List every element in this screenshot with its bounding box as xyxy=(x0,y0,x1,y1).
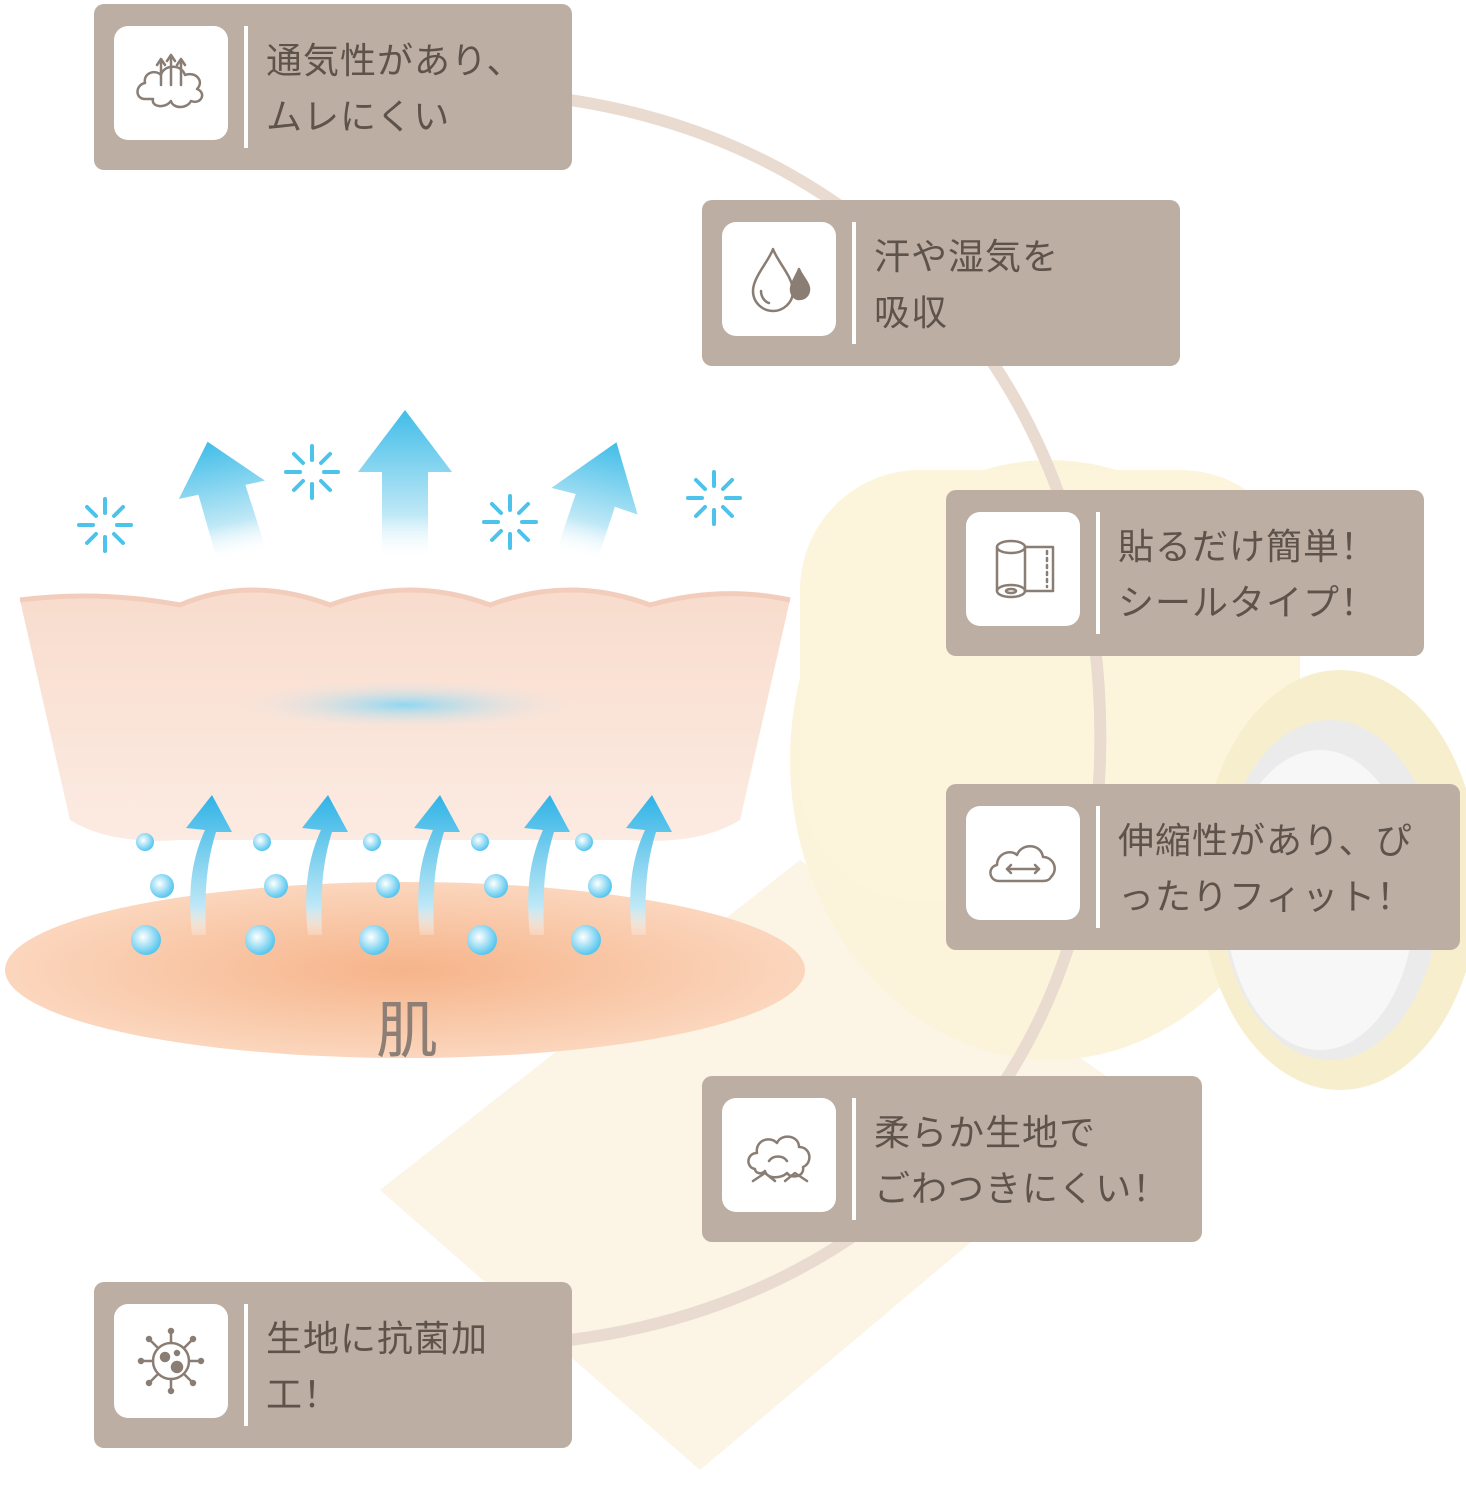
moisture-bubbles xyxy=(131,833,612,955)
skin-label: 肌 xyxy=(376,994,439,1067)
card-divider xyxy=(852,222,856,344)
soft-cotton-icon xyxy=(722,1098,836,1212)
moisture-layer xyxy=(230,679,580,731)
sparkles xyxy=(77,444,742,553)
feature-card-absorb: 汗や湿気を 吸収 xyxy=(702,200,1180,366)
feature-card-breathable: 通気性があり、 ムレにくい xyxy=(94,4,572,170)
card-divider xyxy=(244,26,248,148)
cloud-arrows-icon xyxy=(114,26,228,140)
feature-text: 通気性があり、 ムレにくい xyxy=(266,41,524,138)
feature-text: 柔らか生地で ごわつきにくい！ xyxy=(874,1113,1170,1210)
card-divider xyxy=(1096,806,1100,928)
water-drop-icon xyxy=(722,222,836,336)
feature-text: 貼るだけ簡単！ シールタイプ！ xyxy=(1118,527,1378,624)
feature-card-easy-apply: 貼るだけ簡単！ シールタイプ！ xyxy=(946,490,1424,656)
feature-card-antibacterial: 生地に抗菌加 工！ xyxy=(94,1282,572,1448)
vapor-arrows xyxy=(178,410,638,563)
tape-roll-icon xyxy=(966,512,1080,626)
card-divider xyxy=(244,1304,248,1426)
card-divider xyxy=(1096,512,1100,634)
card-divider xyxy=(852,1098,856,1220)
feature-card-stretch: 伸縮性があり、ぴ ったりフィット！ xyxy=(946,784,1460,950)
stretch-cloud-icon xyxy=(966,806,1080,920)
feature-card-soft: 柔らか生地で ごわつきにくい！ xyxy=(702,1076,1202,1242)
skin-vapor-arrows xyxy=(186,795,672,935)
feature-text: 汗や湿気を 吸収 xyxy=(874,237,1060,334)
feature-text: 生地に抗菌加 工！ xyxy=(266,1319,489,1416)
germ-icon xyxy=(114,1304,228,1418)
feature-text: 伸縮性があり、ぴ ったりフィット！ xyxy=(1118,821,1414,918)
